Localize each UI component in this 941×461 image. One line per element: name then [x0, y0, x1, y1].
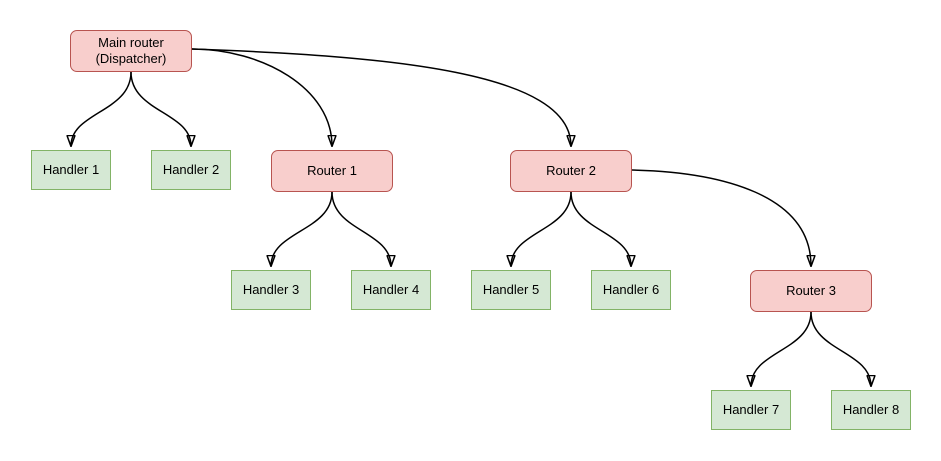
edge-router2-to-router3	[631, 169, 811, 266]
edge-router2-to-handler6	[570, 191, 631, 266]
edge-router1-to-handler4	[331, 191, 391, 266]
edge-router3-to-handler8	[810, 311, 871, 386]
node-handler-1: Handler 1	[31, 150, 111, 190]
edge-main-to-handler1	[71, 71, 132, 146]
node-handler-4: Handler 4	[351, 270, 431, 310]
node-handler-2: Handler 2	[151, 150, 231, 190]
edge-main-to-router1	[191, 48, 332, 146]
node-handler-7: Handler 7	[711, 390, 791, 430]
node-main-router: Main router (Dispatcher)	[70, 30, 192, 72]
node-router-3: Router 3	[750, 270, 872, 312]
edge-router3-to-handler7	[751, 311, 812, 386]
edge-router1-to-handler3	[271, 191, 333, 266]
edge-router2-to-handler5	[511, 191, 572, 266]
edge-main-to-handler2	[130, 71, 191, 146]
edge-main-to-router2	[191, 48, 571, 146]
node-router-2: Router 2	[510, 150, 632, 192]
node-router-1: Router 1	[271, 150, 393, 192]
node-handler-3: Handler 3	[231, 270, 311, 310]
node-handler-6: Handler 6	[591, 270, 671, 310]
node-handler-5: Handler 5	[471, 270, 551, 310]
node-handler-8: Handler 8	[831, 390, 911, 430]
